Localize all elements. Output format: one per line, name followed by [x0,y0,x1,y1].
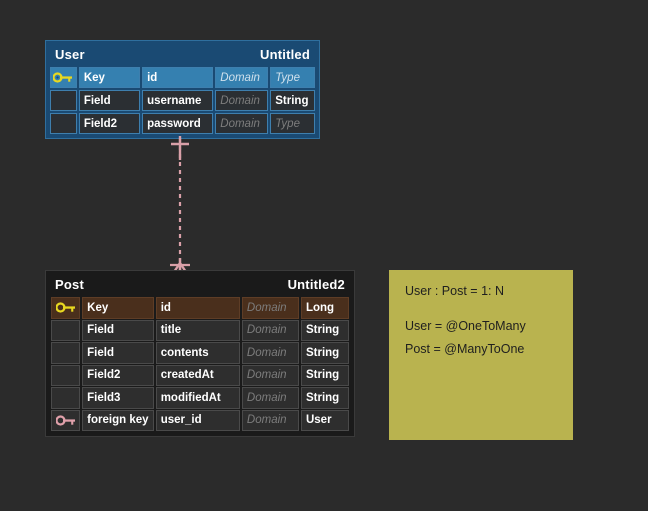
row-domain: Domain [241,297,299,319]
row-domain: Domain [215,67,269,88]
entity-post-subtitle: Untitled2 [287,276,345,292]
row-type: Type [270,113,315,134]
row-field-name: id [155,297,240,319]
row-field-name: title [155,319,240,341]
row-field-name: password [142,113,214,134]
table-row[interactable]: Field3 modifiedAt Domain String [51,387,349,409]
row-field-name: contents [155,342,240,364]
row-domain: Domain [215,90,269,111]
row-role: Field [82,319,154,341]
sticky-note[interactable]: User : Post = 1: N User = @OneToMany Pos… [389,270,573,440]
entity-user-subtitle: Untitled [260,46,310,62]
table-row[interactable]: foreign key user_id Domain User [51,409,349,431]
table-row[interactable]: Key id Domain Type [50,67,315,88]
row-role: Field2 [82,364,154,386]
pink-key-icon [51,409,81,431]
entity-user[interactable]: User Untitled Key id Domain Type [45,40,320,139]
table-row[interactable]: Key id Domain Long [51,297,349,319]
table-row[interactable]: Field username Domain String [50,90,315,111]
row-role: Field3 [82,387,154,409]
row-field-name: createdAt [155,364,240,386]
row-domain: Domain [241,387,299,409]
row-role: Field [78,90,141,111]
entity-user-name: User [55,46,85,62]
row-type: User [300,409,349,431]
note-line-post-annotation: Post = @ManyToOne [405,342,525,356]
row-field-name: modifiedAt [155,387,240,409]
yellow-key-icon [50,67,77,88]
entity-post-rows: Key id Domain Long Field title Domain St… [46,297,354,436]
row-key-slot [50,90,77,111]
note-spacer [405,334,557,342]
table-row[interactable]: Field2 createdAt Domain String [51,364,349,386]
row-key-slot [50,113,77,134]
row-role: Field2 [78,113,141,134]
note-line-user-annotation: User = @OneToMany [405,319,526,333]
row-role: foreign key [82,409,154,431]
row-type: Long [300,297,349,319]
row-type: Type [270,67,315,88]
row-type: String [300,387,349,409]
row-field-name: user_id [155,409,240,431]
table-row[interactable]: Field title Domain String [51,319,349,341]
row-field-name: username [142,90,214,111]
table-row[interactable]: Field contents Domain String [51,342,349,364]
row-role: Key [82,297,154,319]
row-role: Field [82,342,154,364]
table-row[interactable]: Field2 password Domain Type [50,113,315,134]
row-type: String [300,364,349,386]
note-line-ratio: User : Post = 1: N [405,284,504,298]
row-type: String [300,342,349,364]
entity-post-header[interactable]: Post Untitled2 [46,271,354,297]
row-domain: Domain [241,319,299,341]
row-type: String [300,319,349,341]
relationship-user-post[interactable] [150,130,220,285]
row-field-name: id [142,67,214,88]
entity-user-header[interactable]: User Untitled [46,41,319,67]
row-key-slot [51,387,81,409]
row-type: String [270,90,315,111]
row-key-slot [51,364,81,386]
row-domain: Domain [215,113,269,134]
row-role: Key [78,67,141,88]
row-key-slot [51,319,81,341]
entity-post[interactable]: Post Untitled2 Key id Domain Long [45,270,355,437]
row-domain: Domain [241,342,299,364]
row-domain: Domain [241,364,299,386]
entity-post-name: Post [55,276,84,292]
row-key-slot [51,342,81,364]
row-domain: Domain [241,409,299,431]
note-spacer [405,299,557,319]
yellow-key-icon [51,297,81,319]
entity-user-rows: Key id Domain Type Field username Domain… [46,67,319,138]
